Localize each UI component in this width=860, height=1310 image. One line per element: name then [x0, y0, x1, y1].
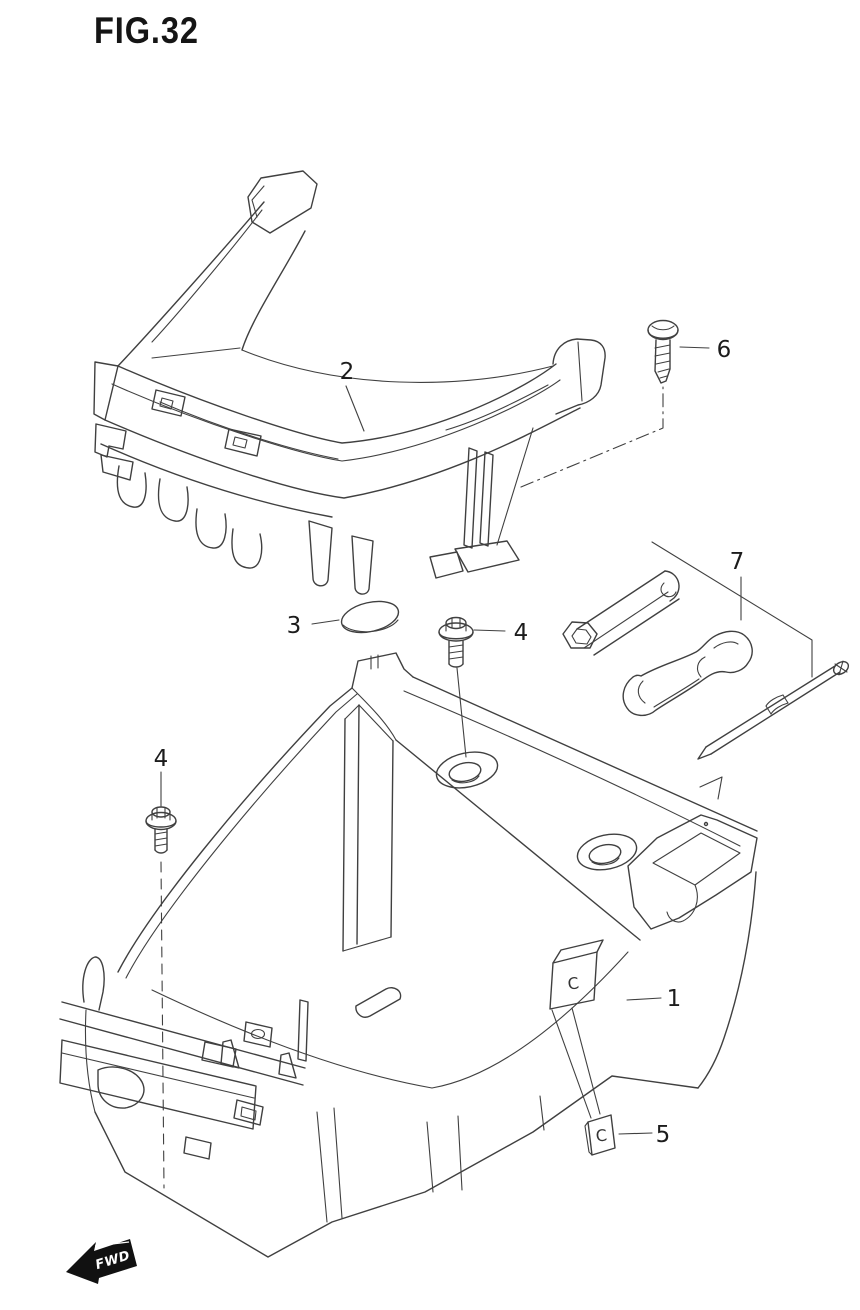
callout-6: 6 — [679, 337, 732, 363]
callout-7-label: 7 — [730, 549, 745, 575]
callout-3: 3 — [287, 613, 340, 639]
bolt-hole-front — [435, 751, 499, 789]
leader-line-4-upper-to-hole — [456, 667, 467, 758]
fwd-arrow-shape — [66, 1239, 137, 1284]
leader-line-1 — [626, 997, 662, 1001]
frame-arm-paddle — [247, 170, 318, 234]
callout-4-upper: 4 — [456, 620, 529, 758]
part-6-screw — [647, 319, 679, 384]
callout-5-label: 5 — [656, 1122, 671, 1148]
part-1-box-body — [59, 652, 758, 1258]
centerline-screw-6 — [520, 386, 664, 488]
callout-4-lower-label: 4 — [154, 746, 169, 772]
tool-kit-bracket — [651, 541, 813, 678]
callout-4-lower: 4 — [154, 746, 169, 1189]
bolt-hole-rear — [576, 833, 638, 871]
callout-6-label: 6 — [717, 337, 732, 363]
part-5-clip — [584, 1114, 616, 1156]
leader-line-2 — [345, 385, 365, 432]
part-4-bolt-upper — [438, 616, 474, 668]
driver-bit — [697, 660, 850, 760]
part-4-bolt-lower — [145, 806, 177, 854]
socket-wrench — [562, 570, 680, 656]
fwd-direction-arrow: FWD — [66, 1239, 137, 1284]
leader-line-5 — [618, 1132, 653, 1135]
callout-2-label: 2 — [340, 359, 355, 385]
callout-2: 2 — [340, 359, 365, 432]
screwdriver-handle — [622, 630, 753, 717]
figure-title: FIG.32 — [94, 10, 199, 51]
frame-right-tip — [552, 338, 606, 415]
clip-face-mark: C — [595, 1125, 608, 1145]
callout-1: 1 — [626, 986, 682, 1012]
callout-5: 5 — [618, 1122, 671, 1148]
leader-line-6 — [679, 346, 710, 349]
box-clip-tab — [549, 939, 604, 1119]
part-3-cap — [340, 600, 400, 634]
centerline-bolt-4-lower — [160, 861, 165, 1189]
callout-4-upper-label: 4 — [514, 620, 529, 646]
part-7-tool-kit — [562, 541, 850, 760]
callout-3-label: 3 — [287, 613, 302, 639]
callout-1-label: 1 — [667, 986, 682, 1012]
box-clip-position-mark: C — [566, 973, 580, 993]
part-2-frame-tray — [93, 170, 606, 595]
box-right-bracket — [627, 776, 758, 930]
leader-line-3 — [311, 619, 340, 625]
callout-7: 7 — [730, 549, 745, 621]
leader-line-4-upper — [473, 629, 506, 632]
